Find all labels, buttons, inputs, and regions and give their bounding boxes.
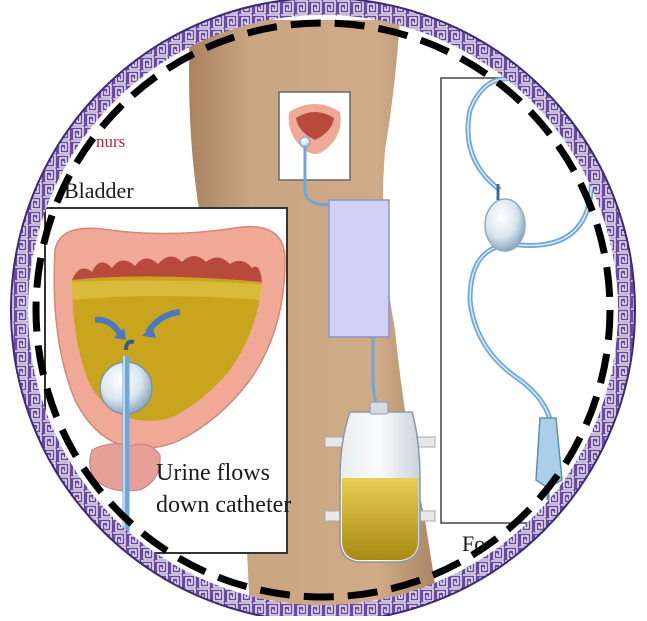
bag-valve: [370, 402, 388, 414]
bag-urine: [342, 478, 418, 560]
small-balloon: [300, 137, 310, 147]
thigh-strap: [329, 200, 389, 337]
foley-balloon: [485, 199, 525, 251]
label-bladder: Bladder: [64, 180, 134, 202]
label-foley: Fo: [462, 533, 485, 555]
label-nurs: nurs: [96, 133, 125, 150]
label-urine-line1: Urine flows: [156, 458, 270, 488]
label-urine-line2: down catheter: [156, 490, 291, 520]
